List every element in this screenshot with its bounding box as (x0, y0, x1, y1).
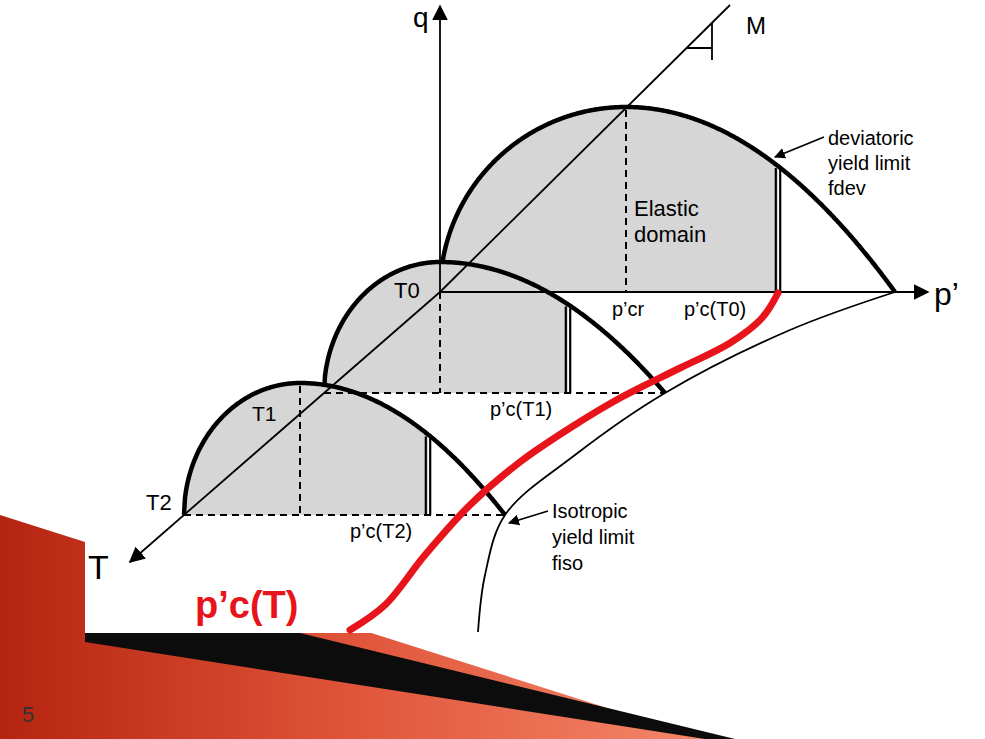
isotropic-limit-bar (569, 306, 571, 393)
axis-label: q (413, 2, 429, 34)
region-label: Elastic domain (634, 196, 724, 249)
curve-annotation: Isotropic yield limit fiso (552, 498, 652, 576)
pressure-label: p’cr (612, 298, 644, 321)
axis-label: T (88, 548, 109, 587)
leader-arrow (775, 137, 824, 157)
pressure-label: p’c(T0) (684, 298, 746, 321)
isotropic-limit-bar (429, 436, 431, 515)
temperature-label: T0 (394, 280, 420, 302)
deviatoric-yield-curve (184, 383, 505, 515)
dashed-guide (324, 392, 665, 394)
pressure-label: p’c(T1) (490, 398, 552, 421)
slide-number: 5 (22, 702, 34, 727)
q-axis (439, 6, 441, 292)
p-axis (440, 291, 928, 293)
elastic-domain-fill (184, 383, 428, 515)
deviatoric-yield-curve (324, 262, 665, 393)
temperature-label: T1 (252, 403, 277, 424)
picture-ground (85, 0, 985, 633)
isotropic-yield-curve (478, 292, 895, 632)
temperature-axis (130, 292, 440, 562)
shadow-stripe (85, 633, 735, 739)
deviatoric-yield-curve (440, 107, 895, 292)
critical-state-line (440, 5, 730, 292)
slope-triangle (686, 23, 712, 60)
yield-surface (324, 262, 665, 393)
isotropic-limit-bar (565, 306, 567, 393)
dashed-guide (299, 386, 301, 515)
isotropic-limit-bar (425, 436, 427, 515)
pressure-label: p’c(T2) (350, 520, 412, 543)
yield-surface (440, 107, 895, 292)
dashed-guide (439, 292, 441, 393)
preconsolidation-curve (350, 293, 778, 630)
yield-plot (130, 5, 928, 632)
leader-arrow (509, 511, 548, 523)
yield-surface (184, 383, 505, 515)
curve-title: p’c(T) (195, 584, 298, 628)
isotropic-limit-bar (779, 168, 781, 292)
axis-label: p’ (934, 276, 959, 313)
temperature-label: T2 (146, 492, 172, 514)
curve-annotation: deviatoric yield limit fdev (828, 126, 940, 201)
dashed-guide (625, 110, 627, 292)
slope-label: M (746, 12, 766, 40)
isotropic-limit-bar (775, 168, 777, 292)
